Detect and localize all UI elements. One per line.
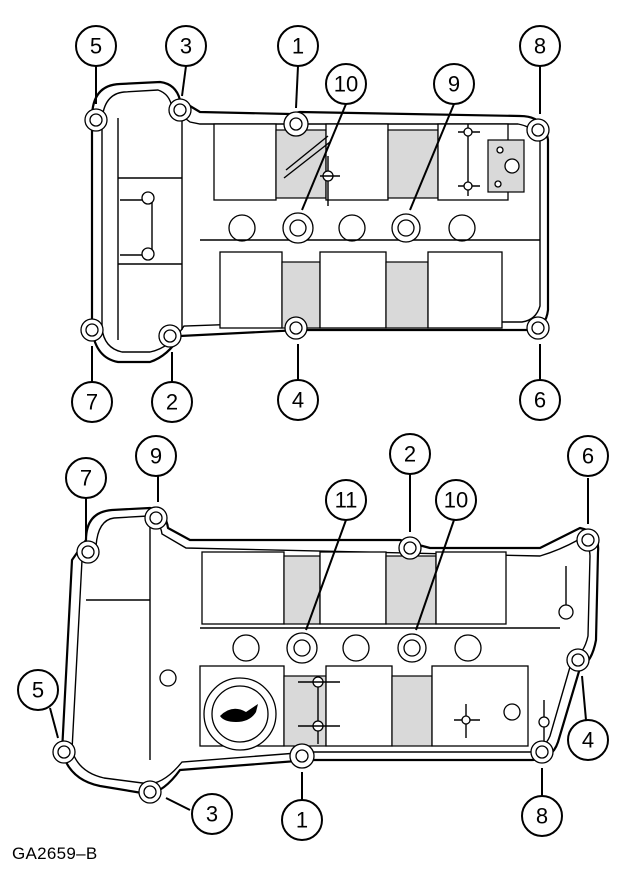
top-callout-7: 7 bbox=[71, 381, 113, 423]
bottom-callout-6: 6 bbox=[567, 435, 609, 477]
bottom-callout-9: 9 bbox=[135, 435, 177, 477]
svg-text:7: 7 bbox=[86, 390, 98, 415]
top-bolt-3 bbox=[168, 98, 192, 122]
svg-text:5: 5 bbox=[90, 34, 102, 59]
top-callout-8: 8 bbox=[519, 25, 561, 67]
svg-text:1: 1 bbox=[296, 808, 308, 833]
bottom-callout-11: 11 bbox=[325, 479, 367, 521]
top-bolt-7 bbox=[80, 318, 104, 342]
svg-text:9: 9 bbox=[448, 72, 460, 97]
svg-text:10: 10 bbox=[444, 488, 468, 513]
svg-text:7: 7 bbox=[80, 466, 92, 491]
bottom-bolt-10 bbox=[397, 633, 427, 663]
svg-text:6: 6 bbox=[534, 388, 546, 413]
svg-text:1: 1 bbox=[292, 34, 304, 59]
top-callout-10: 10 bbox=[325, 63, 367, 105]
top-cover-outline bbox=[90, 80, 550, 364]
svg-text:8: 8 bbox=[536, 804, 548, 829]
svg-text:4: 4 bbox=[292, 388, 304, 413]
top-bolt-1 bbox=[283, 111, 309, 137]
bottom-callout-4: 4 bbox=[567, 719, 609, 761]
bottom-bolt-2 bbox=[398, 536, 422, 560]
top-callout-4: 4 bbox=[277, 379, 319, 421]
bottom-callout-3: 3 bbox=[191, 793, 233, 835]
top-callout-5: 5 bbox=[75, 25, 117, 67]
bottom-bolt-11 bbox=[286, 632, 318, 664]
bottom-bolt-9 bbox=[144, 506, 168, 530]
svg-text:10: 10 bbox=[334, 72, 358, 97]
top-callout-3: 3 bbox=[165, 25, 207, 67]
svg-text:2: 2 bbox=[166, 390, 178, 415]
svg-text:11: 11 bbox=[335, 488, 358, 513]
bottom-callout-8: 8 bbox=[521, 795, 563, 837]
bottom-callout-10: 10 bbox=[435, 479, 477, 521]
top-bolt-2 bbox=[158, 324, 182, 348]
figure-id-label: GA2659–B bbox=[12, 844, 98, 863]
svg-text:2: 2 bbox=[404, 442, 416, 467]
svg-text:8: 8 bbox=[534, 34, 546, 59]
bottom-bolt-3 bbox=[138, 780, 162, 804]
top-bolt-5 bbox=[84, 108, 108, 132]
bottom-cover-view bbox=[49, 474, 600, 811]
bottom-callout-2: 2 bbox=[389, 433, 431, 475]
svg-text:6: 6 bbox=[582, 444, 594, 469]
svg-text:3: 3 bbox=[180, 34, 192, 59]
svg-text:9: 9 bbox=[150, 444, 162, 469]
svg-text:3: 3 bbox=[206, 802, 218, 827]
top-bolt-4 bbox=[284, 316, 308, 340]
top-callout-2: 2 bbox=[151, 381, 193, 423]
bottom-callout-5: 5 bbox=[17, 669, 59, 711]
bottom-bolt-7 bbox=[76, 540, 100, 564]
top-bolt-6 bbox=[526, 316, 550, 340]
svg-text:5: 5 bbox=[32, 678, 44, 703]
bottom-callout-7: 7 bbox=[65, 457, 107, 499]
bottom-bolt-8 bbox=[530, 740, 554, 764]
top-callout-6: 6 bbox=[519, 379, 561, 421]
bottom-bolt-1 bbox=[289, 743, 315, 769]
top-callout-1: 1 bbox=[277, 25, 319, 67]
top-bolt-10 bbox=[282, 212, 314, 244]
bottom-bolt-4 bbox=[566, 648, 590, 672]
top-bolt-9 bbox=[391, 213, 421, 243]
svg-text:4: 4 bbox=[582, 728, 594, 753]
bottom-callout-1: 1 bbox=[281, 799, 323, 841]
top-bolt-8 bbox=[526, 118, 550, 142]
top-callout-9: 9 bbox=[433, 63, 475, 105]
top-cover-view bbox=[80, 65, 550, 382]
bottom-bolt-6 bbox=[576, 528, 600, 552]
bottom-bolt-5 bbox=[52, 740, 76, 764]
